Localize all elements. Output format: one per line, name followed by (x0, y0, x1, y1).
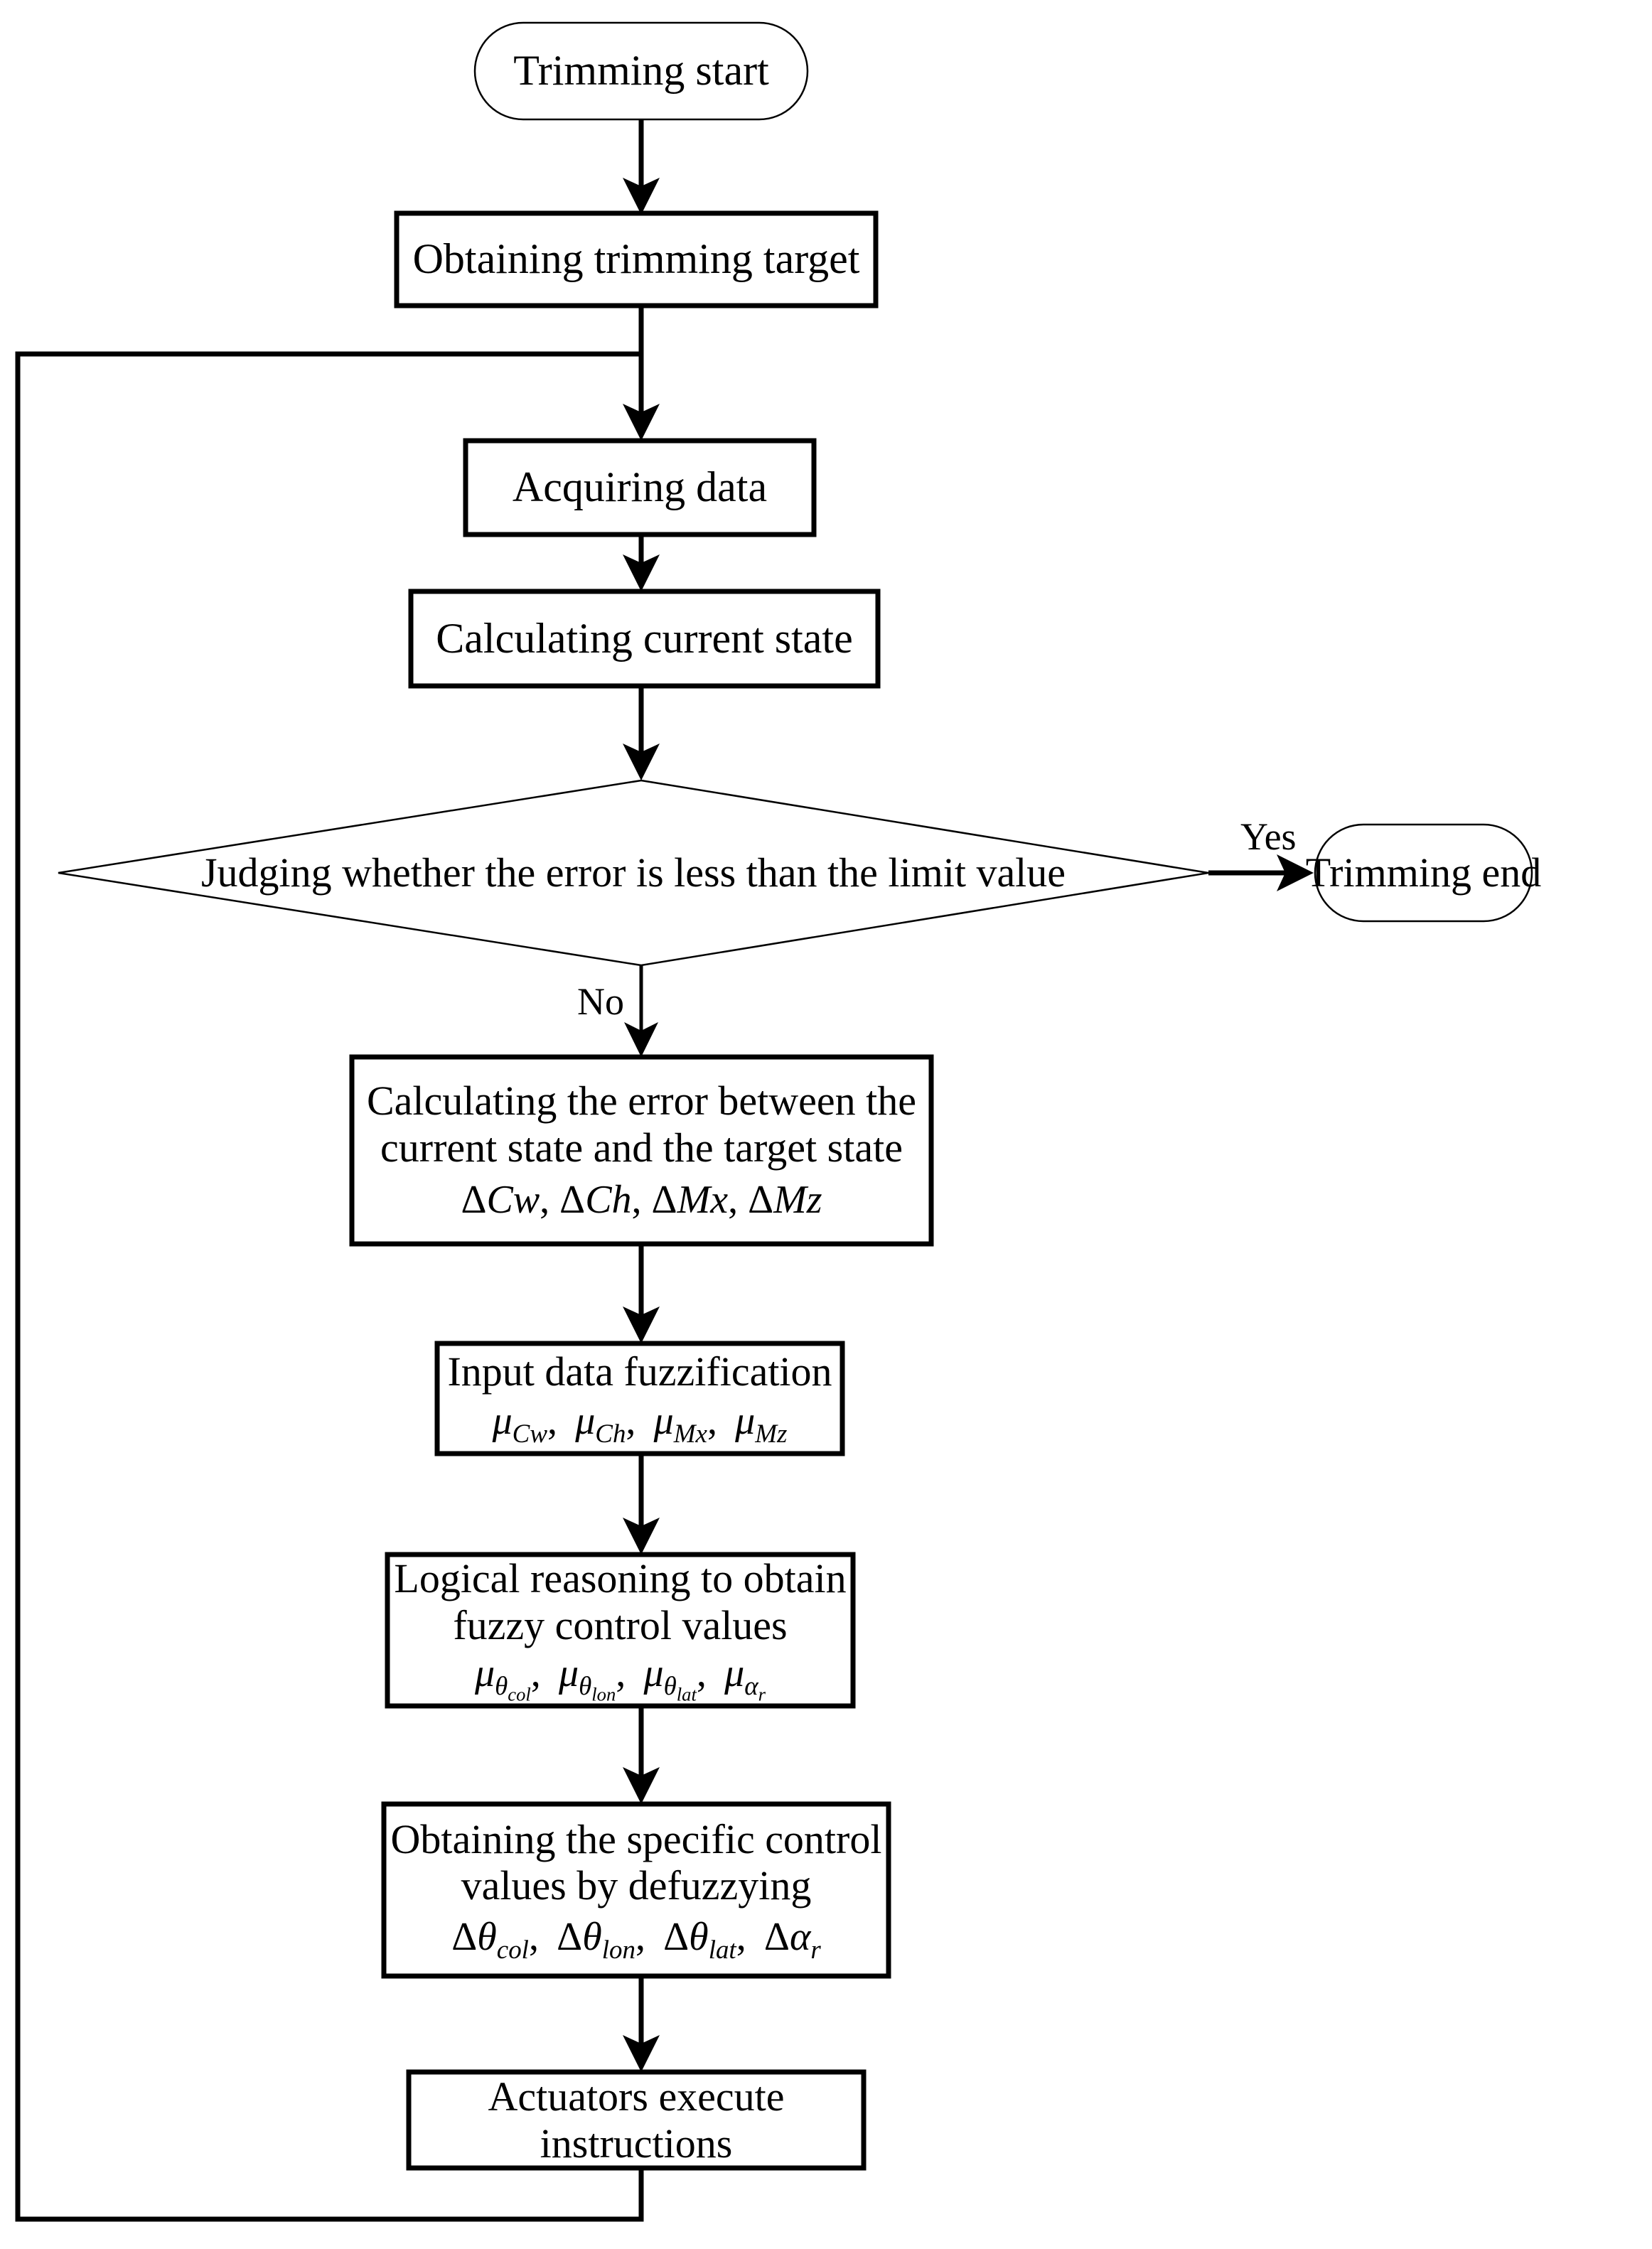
connector-calc-state-to-decision (623, 686, 660, 780)
node-calc-error-line1: Calculating the error between the (366, 1078, 916, 1124)
node-obtain-target-label: Obtaining trimming target (412, 235, 860, 283)
node-calc-error: Calculating the error between the curren… (352, 1057, 931, 1244)
node-reasoning: Logical reasoning to obtain fuzzy contro… (387, 1555, 853, 1706)
node-reasoning-line1: Logical reasoning to obtain (394, 1555, 847, 1602)
node-calc-error-formula: ΔCw, ΔCh, ΔMx, ΔMz (461, 1178, 822, 1223)
node-decision-shape (58, 779, 1209, 967)
node-reasoning-shape (385, 1552, 856, 1709)
edge-label-no: No (577, 980, 624, 1023)
connector-reasoning-to-defuzzify (623, 1706, 660, 1804)
node-fuzzify-formula: μCw, μCh, μMx, μMz (492, 1399, 788, 1449)
connector-decision-yes-to-end (1208, 854, 1314, 891)
node-fuzzify-line1: Input data fuzzification (447, 1348, 832, 1395)
node-calc-state-shape (408, 589, 881, 689)
connector-decision-no-to-calc-error (624, 965, 658, 1057)
node-calc-state-label: Calculating current state (436, 614, 853, 662)
edge-label-yes: Yes (1240, 815, 1297, 858)
node-defuzzify-shape (381, 1801, 891, 1979)
node-calc-error-line2: current state and the target state (380, 1124, 903, 1171)
node-decision: Judging whether the error is less than t… (58, 830, 1208, 916)
node-start-label: Trimming start (513, 47, 769, 95)
connector-obtain-target-to-acquire-data (623, 306, 660, 441)
node-obtain-target-shape (394, 210, 879, 308)
node-defuzzify-line1: Obtaining the specific control (390, 1815, 882, 1862)
connector-fuzzify-to-reasoning (623, 1454, 660, 1555)
connector-calc-error-to-fuzzify (623, 1244, 660, 1343)
node-actuators: Actuators execute instructions (409, 2072, 864, 2168)
node-acquire-data: Acquiring data (466, 441, 814, 535)
node-start-shape (473, 21, 809, 121)
node-fuzzify: Input data fuzzification μCw, μCh, μMx, … (437, 1343, 842, 1454)
node-end: Trimming end (1306, 825, 1541, 921)
connector-defuzzify-to-actuators (623, 1976, 660, 2072)
node-start: Trimming start (475, 23, 808, 119)
node-reasoning-line2: fuzzy control values (453, 1601, 788, 1648)
connector-feedback-loop (15, 351, 644, 2222)
node-reasoning-formula: μθcol, μθlon, μθlat, μαr (475, 1651, 766, 1705)
node-decision-label: Judging whether the error is less than t… (200, 849, 1066, 896)
node-acquire-data-label: Acquiring data (512, 463, 768, 511)
node-acquire-data-shape (463, 438, 817, 537)
node-actuators-line1: Actuators execute (488, 2073, 785, 2120)
connector-acquire-data-to-calc-state (623, 535, 660, 591)
node-obtain-target: Obtaining trimming target (397, 213, 876, 306)
node-calc-state: Calculating current state (411, 591, 878, 686)
node-actuators-line2: instructions (540, 2120, 733, 2167)
node-end-shape (1314, 823, 1533, 923)
node-defuzzify-line2: values by defuzzying (461, 1862, 812, 1909)
node-fuzzify-shape (434, 1341, 845, 1456)
node-calc-error-shape (349, 1054, 934, 1247)
node-end-label: Trimming end (1305, 849, 1542, 896)
node-actuators-shape (406, 2069, 867, 2171)
node-defuzzify-formula: Δθcol, Δθlon, Δθlat, Δαr (451, 1914, 821, 1964)
node-defuzzify: Obtaining the specific control values by… (384, 1804, 889, 1976)
connector-start-to-obtain-target (623, 119, 660, 215)
